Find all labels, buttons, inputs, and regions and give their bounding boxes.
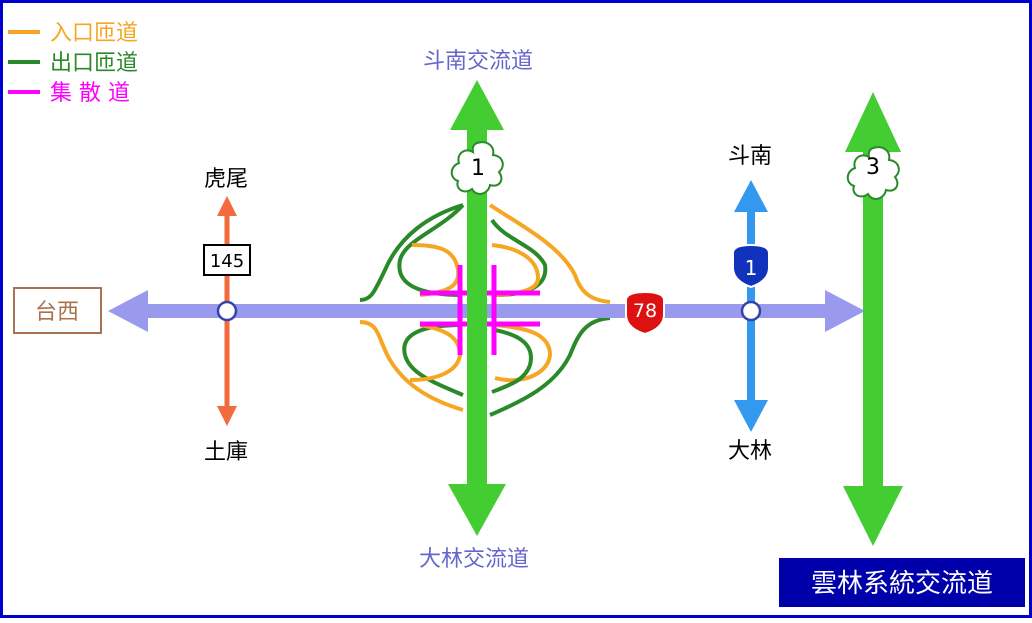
county-road-145-south-arrow xyxy=(217,406,237,426)
provincial-1-number: 1 xyxy=(745,256,758,280)
junction-prov1-node xyxy=(740,300,762,322)
county-145-box xyxy=(203,244,251,276)
county-145-shield: 145 xyxy=(203,244,251,276)
exit-ramp-se-inner xyxy=(491,328,533,394)
freeway-1-shield: 1 xyxy=(450,141,504,195)
page-title: 雲林系統交流道 xyxy=(811,569,993,599)
title-box: 雲林系統交流道 xyxy=(779,558,1025,607)
plum-blossom-icon xyxy=(450,141,504,195)
exit-ramp-se xyxy=(489,316,611,417)
county-road-145-north-arrow xyxy=(217,196,237,216)
provincial-road-1 xyxy=(734,180,768,432)
taixi-destination: 台西 xyxy=(13,287,102,334)
taixi-box xyxy=(13,287,102,334)
provincial-78-number: 78 xyxy=(633,300,657,322)
provincial-shield-icon xyxy=(625,290,665,336)
expressway-78-west-arrow xyxy=(108,290,148,332)
provincial-shield-icon xyxy=(732,243,770,289)
legend: 入口匝道 出口匝道 集 散 道 xyxy=(8,21,138,106)
dalin-label: 大林 xyxy=(728,439,772,464)
freeway-3-shield: 3 xyxy=(846,146,900,200)
freeway-1-shield-number: 1 xyxy=(471,156,485,181)
freeway-3-north-arrow xyxy=(845,92,901,152)
north-interchange-label: 斗南交流道 xyxy=(423,49,533,74)
entry-ramp-ne xyxy=(488,203,611,304)
expressway-78-east-arrow xyxy=(825,290,865,332)
tuku-label: 土庫 xyxy=(204,440,248,465)
freeway-1-south-arrow xyxy=(448,484,506,536)
provincial-road-1-south-arrow xyxy=(734,400,768,432)
legend-collector-label: 集 散 道 xyxy=(50,81,130,106)
huwei-label: 虎尾 xyxy=(204,167,248,192)
legend-exit-ramp-label: 出口匝道 xyxy=(50,51,138,76)
taixi-label: 台西 xyxy=(35,300,79,325)
expressway-78 xyxy=(108,290,865,332)
provincial-78-shield: 78 xyxy=(625,290,665,336)
dounan-label: 斗南 xyxy=(728,144,772,169)
freeway-3-south-arrow xyxy=(843,486,903,546)
freeway-1-north-arrow xyxy=(450,80,504,130)
exit-ramp-nw xyxy=(359,203,464,302)
county-145-number: 145 xyxy=(210,251,244,272)
entry-ramp-sw xyxy=(359,320,464,412)
provincial-1-shield: 1 xyxy=(732,243,770,289)
junction-145-node xyxy=(216,300,238,322)
entry-ramp-sw-loop xyxy=(409,323,463,382)
provincial-road-1-north-arrow xyxy=(734,180,768,212)
legend-entry-ramp-label: 入口匝道 xyxy=(50,21,138,46)
title-background xyxy=(779,558,1025,607)
plum-blossom-icon xyxy=(846,146,900,200)
south-interchange-label: 大林交流道 xyxy=(419,547,529,572)
county-road-145 xyxy=(216,196,238,426)
freeway-3-shield-number: 3 xyxy=(866,155,880,180)
